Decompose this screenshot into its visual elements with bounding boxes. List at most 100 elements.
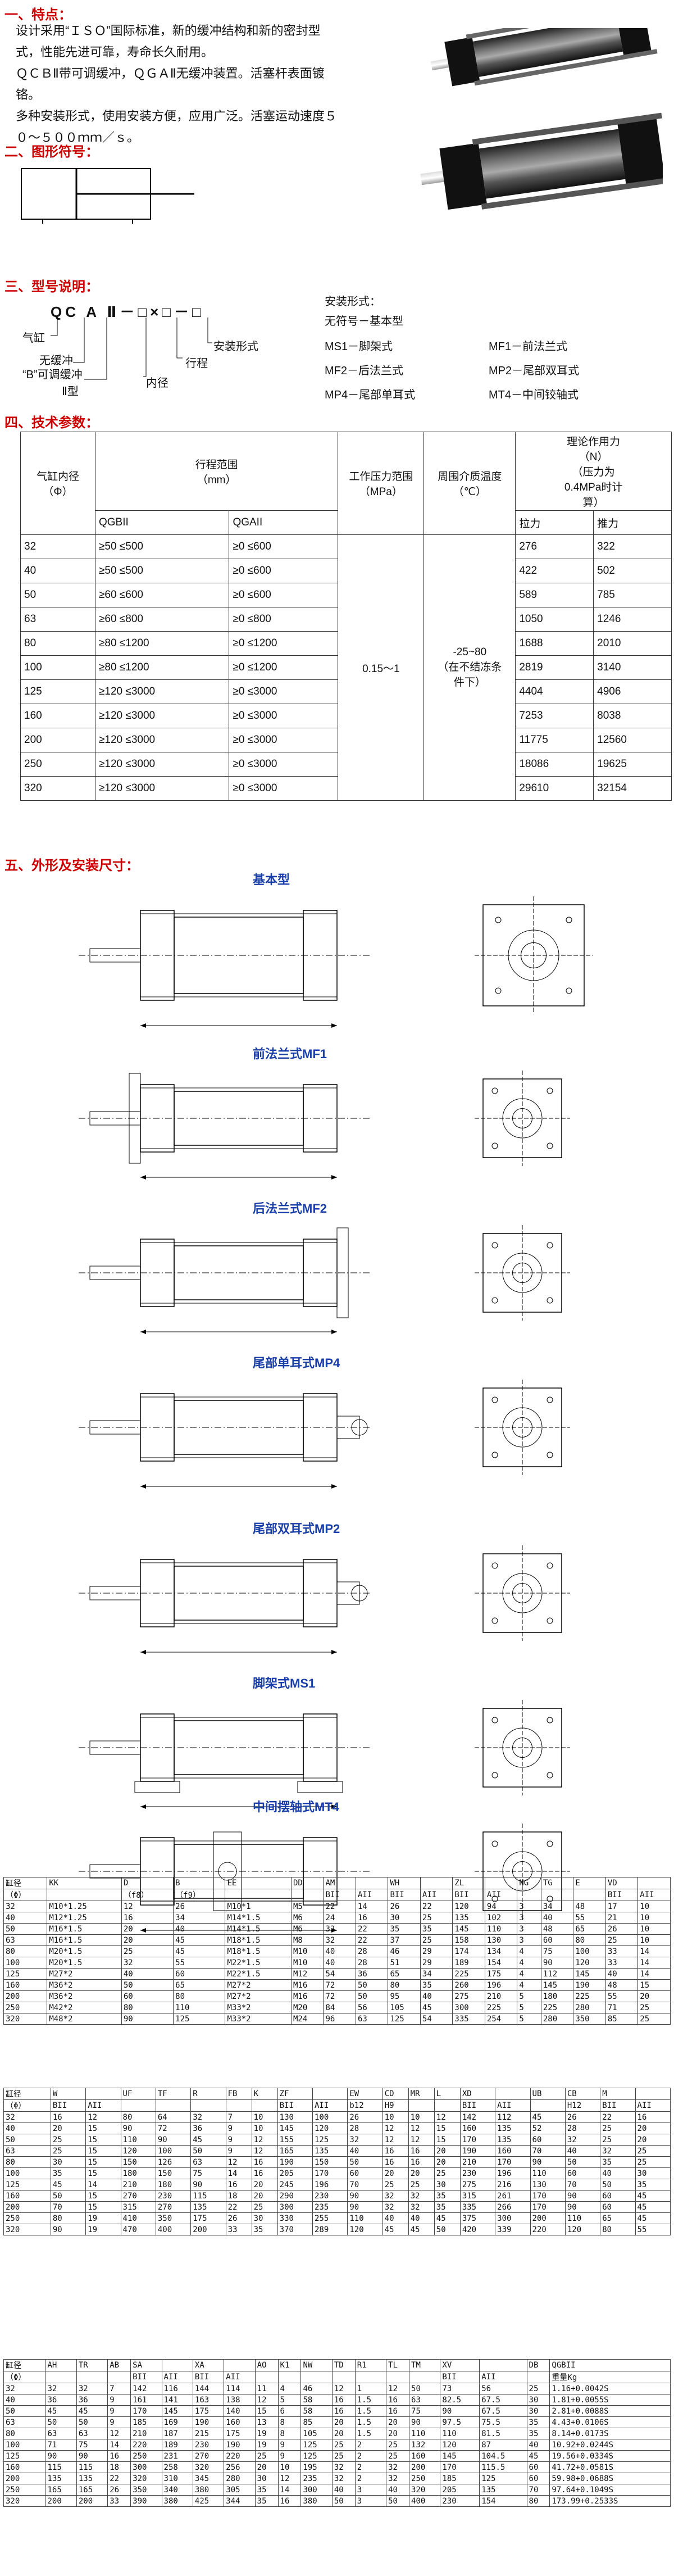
table-cell: 60 (564, 2167, 601, 2179)
table-cell: 289 (312, 2224, 348, 2235)
table-cell: TG (540, 1877, 574, 1889)
table-cell: 150 (155, 2167, 192, 2179)
table-cell: EE (225, 1877, 292, 1889)
table-cell: 80 (388, 1979, 421, 1991)
cylinder-drawing (79, 896, 593, 1028)
table-cell: 32 (76, 2383, 108, 2394)
table-cell: 56 (355, 2002, 389, 2013)
table-cell: 160 (495, 2145, 531, 2157)
table-cell: 9 (225, 2145, 252, 2157)
table-cell: 115.5 (479, 2461, 527, 2473)
table-cell (290, 1889, 324, 1901)
table-cell: M27*2 (225, 1990, 292, 2002)
table-cell: 55 (573, 1912, 606, 1924)
table-cell: 9 (277, 2450, 302, 2462)
table-cell: 163 (192, 2394, 225, 2406)
table-cell: 125 (173, 2013, 226, 2025)
table-cell: E (573, 1877, 606, 1889)
table-cell: 70 (530, 2145, 566, 2157)
table-cell: 250 (409, 2473, 441, 2484)
mount-mf1: MF1－前法兰式 (489, 341, 567, 353)
cylinder-drawing (79, 1700, 570, 1809)
table-cell: 54 (323, 1968, 356, 1980)
table-cell (85, 2088, 121, 2100)
table-cell: 25 (420, 1934, 453, 1946)
table-cell: 196 (312, 2179, 348, 2190)
table-cell: 72 (155, 2123, 192, 2134)
table-cell (190, 2099, 226, 2112)
table-cell: 100 (3, 1957, 48, 1969)
table-cell: 35 (388, 1923, 421, 1935)
table-cell: 气缸内径（Φ） (20, 432, 95, 535)
table-cell: 34 (540, 1901, 574, 1912)
table-cell: 45 (173, 1934, 226, 1946)
table-cell: 160 (409, 2450, 441, 2462)
table-cell: 84 (323, 2002, 356, 2013)
table-cell: 160 (3, 2190, 51, 2202)
table-cell: 320 (3, 2495, 46, 2507)
table-cell: 19 (254, 2428, 279, 2439)
table-cell: 25 (420, 1912, 453, 1924)
table-cell: H12 (564, 2099, 601, 2112)
table-cell: 155 (277, 2134, 313, 2146)
table-cell: 275 (452, 1990, 485, 2002)
table-cell: 35 (420, 1923, 453, 1935)
table-cell: 6 (277, 2405, 302, 2417)
table-cell: 4 (517, 1968, 541, 1980)
header-text: 工作压力范围 (349, 471, 413, 483)
table-cell: 60 (121, 1990, 174, 2002)
table-cell: 16 (386, 2405, 410, 2417)
table-cell: 400 (409, 2495, 441, 2507)
table-cell: 32 (3, 2383, 46, 2394)
table-cell: 32 (347, 2134, 383, 2146)
table-cell: AM (323, 1877, 356, 1889)
table-cell: ≥0 ≤600 (229, 559, 339, 583)
table-cell (635, 2088, 671, 2100)
temp-text: -25~80 (453, 646, 487, 658)
table-cell: 32 (323, 1934, 356, 1946)
table-cell: 35 (254, 2495, 279, 2507)
table-cell: TR (76, 2359, 108, 2371)
table-cell: 425 (192, 2495, 225, 2507)
table-cell: M48*2 (47, 2013, 122, 2025)
table-cell: 20 (50, 2123, 86, 2134)
table-cell: 280 (540, 2013, 574, 2025)
graphic-symbol (21, 168, 194, 224)
table-cell: 160 (3, 2461, 46, 2473)
table-cell: 63 (409, 2394, 441, 2406)
table-cell (637, 1877, 671, 1889)
table-cell: 110 (440, 2428, 480, 2439)
table-cell: 46 (388, 1945, 421, 1957)
table-cell: XV (440, 2359, 480, 2371)
header-text: （Φ） (43, 486, 73, 498)
table-cell: 51 (388, 1957, 421, 1969)
table-cell: 30 (388, 1912, 421, 1924)
table-cell: 12 (251, 2145, 278, 2157)
table-cell: 16 (382, 2145, 409, 2157)
table-cell: 40 (526, 2439, 550, 2451)
table-cell (355, 1877, 389, 1889)
table-cell: 115 (45, 2461, 77, 2473)
table-cell: 370 (277, 2224, 313, 2235)
label-bore: 内径 (146, 377, 168, 389)
table-cell: M33*2 (225, 2013, 292, 2025)
table-cell: XA (192, 2359, 225, 2371)
table-cell: 190 (224, 2439, 256, 2451)
table-cell: 120 (564, 2224, 601, 2235)
table-cell: AB (107, 2359, 131, 2371)
table-cell: 190 (277, 2156, 313, 2168)
table-cell: 40 (605, 1968, 639, 1980)
table-cell: 24 (323, 1912, 356, 1924)
table-cell: 120 (573, 1957, 606, 1969)
features-line: 多种安装形式，使用安装方便，应用广泛。活塞运动速度５ (16, 109, 338, 123)
table-cell: 255 (312, 2212, 348, 2224)
table-cell: 90 (440, 2405, 480, 2417)
table-cell: 235 (312, 2201, 348, 2213)
table-cell: M20*1.5 (47, 1957, 122, 1969)
table-cell: 30 (526, 2405, 550, 2417)
table-cell: 10 (408, 2111, 435, 2123)
table-cell: 375 (459, 2212, 496, 2224)
